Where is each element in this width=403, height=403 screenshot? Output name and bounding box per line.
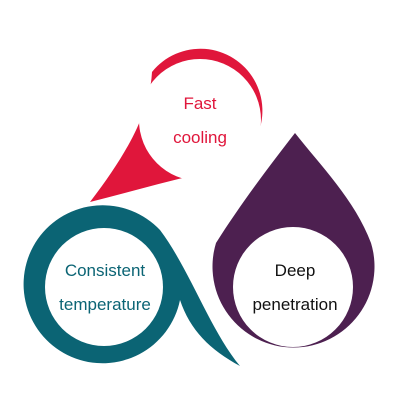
- fast-cooling-line-1: Fast: [183, 94, 217, 113]
- fast-cooling-circle: [139, 59, 261, 181]
- fast-cooling-label: Fast cooling: [145, 86, 255, 156]
- deep-penetration-line-1: Deep: [274, 261, 316, 280]
- consistent-temperature-label: Consistent temperature: [35, 253, 175, 323]
- deep-penetration-circle: [233, 227, 353, 347]
- deep-penetration-line-2: penetration: [252, 295, 338, 314]
- consistent-temperature-line-1: Consistent: [64, 261, 146, 280]
- consistent-temperature-circle: [45, 228, 163, 346]
- fast-cooling-line-2: cooling: [173, 128, 227, 147]
- deep-penetration-label: Deep penetration: [225, 253, 365, 323]
- consistent-temperature-line-2: temperature: [59, 295, 151, 314]
